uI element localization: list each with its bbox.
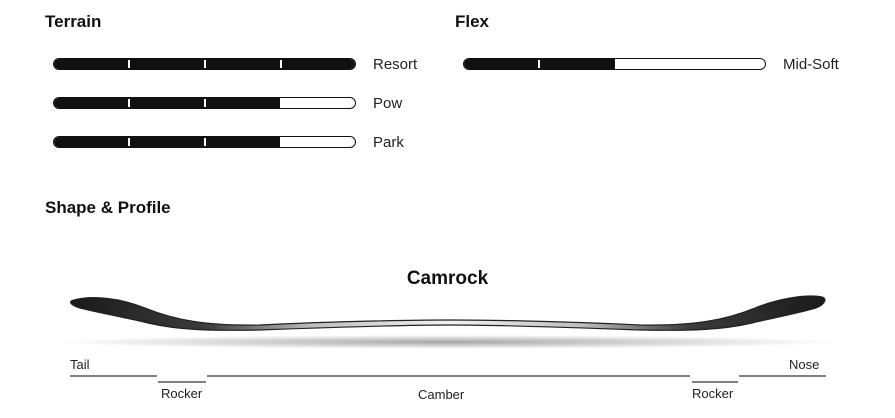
shape-profile-heading: Shape & Profile	[45, 198, 171, 217]
terrain-park-bar	[53, 136, 356, 148]
bar-tick	[204, 99, 206, 107]
flex-bar	[463, 58, 766, 70]
bar-tick	[128, 138, 130, 146]
nose-label: Nose	[789, 357, 820, 372]
bar-tick	[204, 60, 206, 68]
terrain-resort-label: Resort	[373, 56, 418, 73]
tail-label: Tail	[70, 357, 90, 372]
bar-fill	[54, 98, 280, 108]
snowboard	[70, 295, 826, 331]
rocker-left-label: Rocker	[161, 386, 203, 401]
flex-label: Mid-Soft	[783, 56, 839, 73]
bar-tick	[128, 99, 130, 107]
board-shadow	[57, 335, 837, 349]
flex-heading: Flex	[455, 12, 490, 31]
bar-fill	[54, 137, 280, 147]
bar-tick	[538, 60, 540, 68]
terrain-pow-bar	[53, 97, 356, 109]
terrain-resort-bar	[53, 58, 356, 70]
camber-label: Camber	[418, 387, 465, 402]
terrain-park-label: Park	[373, 134, 404, 151]
bar-tick	[128, 60, 130, 68]
profile-name: Camrock	[406, 268, 489, 289]
rocker-right-label: Rocker	[692, 386, 734, 401]
terrain-heading: Terrain	[45, 12, 102, 31]
bar-tick	[280, 60, 282, 68]
bar-tick	[204, 138, 206, 146]
terrain-pow-label: Pow	[373, 95, 403, 112]
